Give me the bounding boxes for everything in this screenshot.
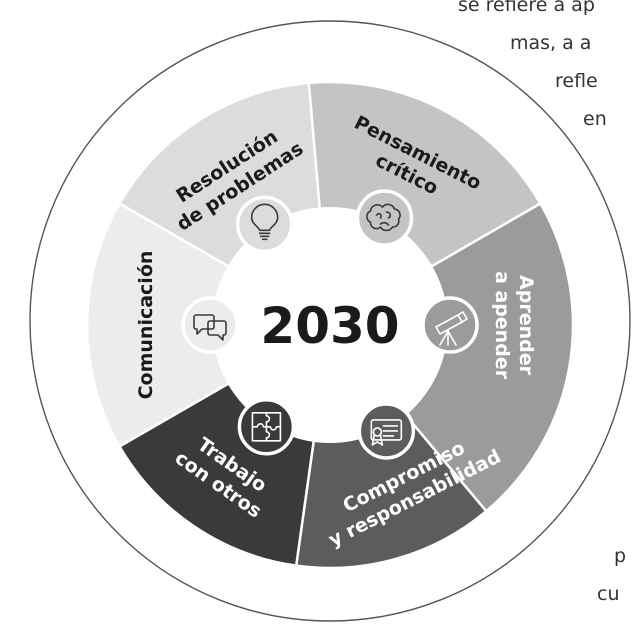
lightbulb-icon xyxy=(235,195,294,254)
background-text-6: cu xyxy=(597,583,620,605)
speech-bubbles-icon xyxy=(181,296,239,354)
background-text-4: en xyxy=(583,108,607,130)
telescope-icon xyxy=(421,296,479,354)
segment-label-line: Comunicación xyxy=(135,251,157,400)
center-label: 2030 xyxy=(260,297,399,355)
segment-label-line: a apender xyxy=(491,271,513,380)
segment-label-comunicacion: Comunicación xyxy=(135,251,157,400)
center-disc xyxy=(212,207,448,443)
background-text-2: mas, a a xyxy=(510,32,592,54)
certificate-icon xyxy=(357,402,416,460)
background-text-5: p xyxy=(614,545,627,567)
brain-icon xyxy=(355,189,414,247)
puzzle-icon xyxy=(237,398,296,456)
segment-aprender xyxy=(328,201,575,513)
background-text-3: refle xyxy=(555,70,598,92)
segment-label-line: Aprender xyxy=(515,275,537,376)
background-text-1: se refiere a ap xyxy=(458,0,595,16)
